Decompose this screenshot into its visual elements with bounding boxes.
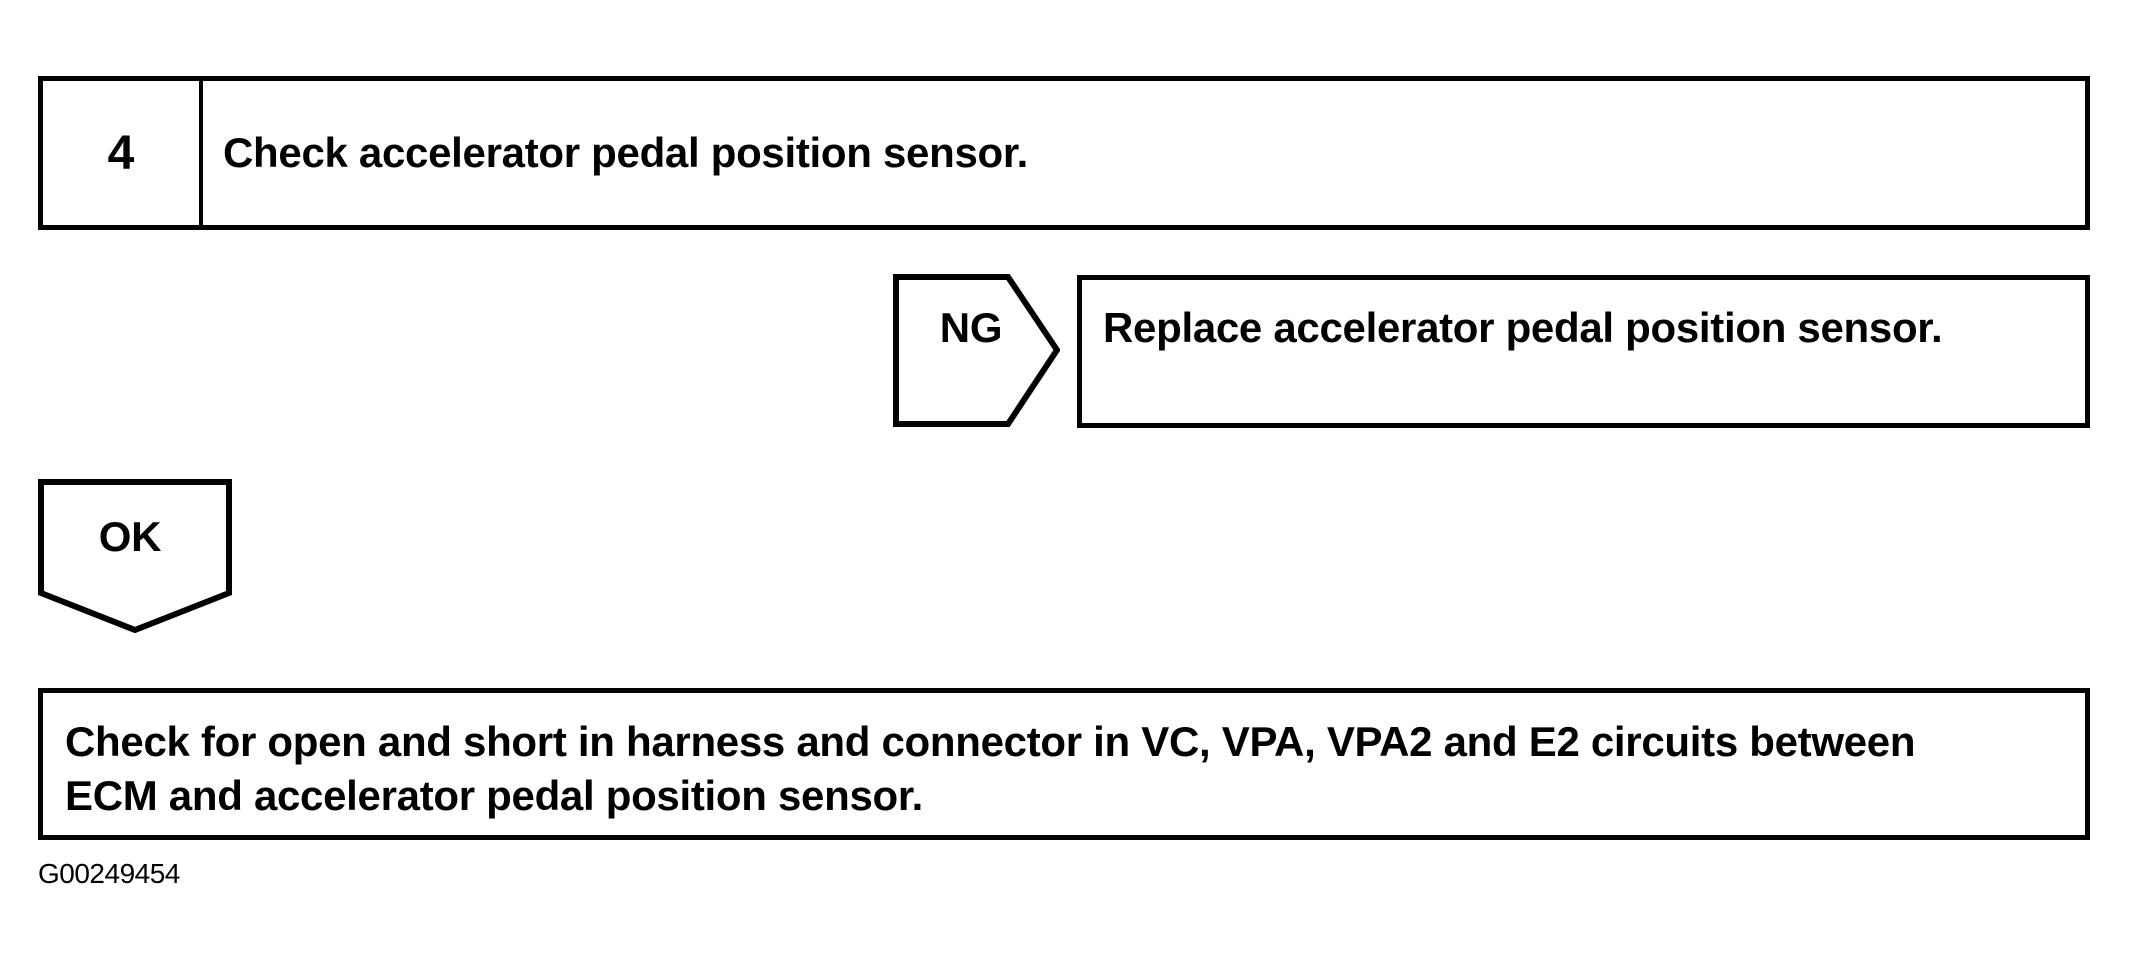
ng-action-text: Replace accelerator pedal position senso…	[1103, 304, 1943, 351]
step-instruction-cell: Check accelerator pedal position sensor.	[203, 81, 2085, 225]
ng-pentagon: NG	[893, 274, 1060, 427]
step-box: 4 Check accelerator pedal position senso…	[38, 76, 2090, 230]
result-text: Check for open and short in harness and …	[65, 718, 1916, 819]
step-number: 4	[107, 126, 135, 180]
step-instruction-text: Check accelerator pedal position sensor.	[223, 129, 1028, 176]
ng-label: NG	[939, 304, 1003, 351]
step-number-cell: 4	[43, 81, 203, 225]
ok-label: OK	[98, 513, 162, 560]
figure-id: G00249454	[38, 858, 180, 889]
ng-action-box: Replace accelerator pedal position senso…	[1077, 275, 2090, 428]
result-box: Check for open and short in harness and …	[38, 688, 2090, 840]
ng-pentagon-icon	[893, 274, 1060, 427]
ok-pentagon-icon	[38, 479, 232, 633]
ok-pentagon: OK	[38, 479, 232, 633]
